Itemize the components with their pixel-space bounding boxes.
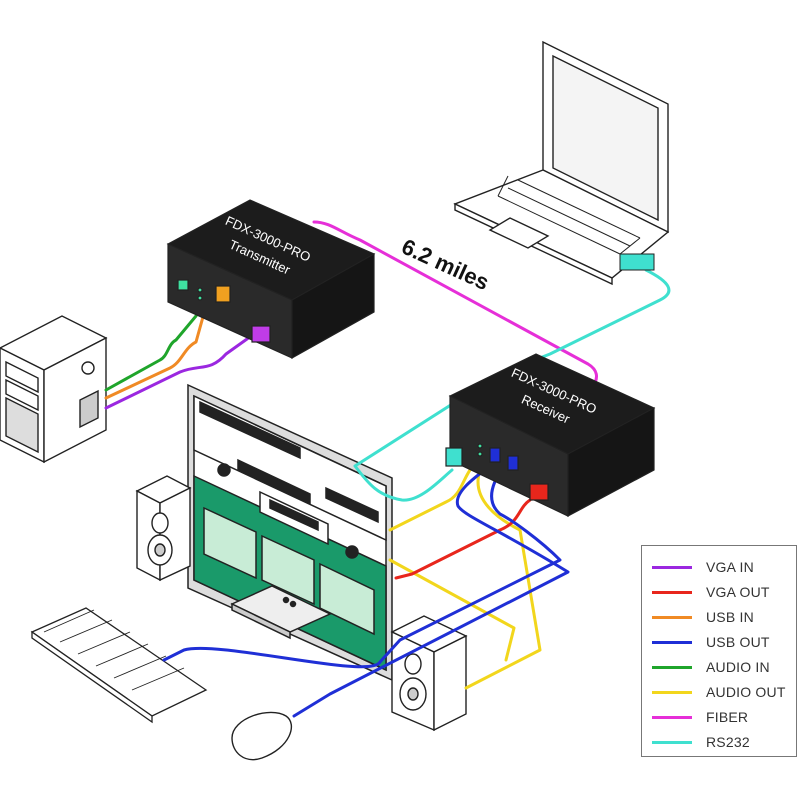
speaker-right-icon xyxy=(390,615,468,732)
legend-label: AUDIO OUT xyxy=(706,684,786,700)
legend-item: USB OUT xyxy=(652,633,770,651)
keyboard-icon xyxy=(30,607,208,724)
pc-tower-icon xyxy=(0,315,108,464)
legend-item: USB IN xyxy=(652,608,754,626)
legend-swatch xyxy=(652,715,692,719)
fiber-cable xyxy=(312,220,598,386)
monitor-icon xyxy=(187,383,393,682)
legend-item: VGA IN xyxy=(652,558,754,576)
audio-out-cable-1 xyxy=(388,468,516,662)
speaker-left-icon xyxy=(135,475,192,582)
usb-out-cable-1 xyxy=(292,458,570,718)
usb-in-cable xyxy=(104,294,220,400)
legend-item: AUDIO OUT xyxy=(652,683,786,701)
legend-swatch xyxy=(652,690,692,694)
legend-swatch xyxy=(652,590,692,594)
legend-item: RS232 xyxy=(652,733,750,751)
usb-out-cable-2 xyxy=(162,464,562,669)
legend-label: VGA IN xyxy=(706,559,754,575)
legend-item: VGA OUT xyxy=(652,583,770,601)
legend-label: VGA OUT xyxy=(706,584,770,600)
vga-out-cable xyxy=(394,498,532,580)
transmitter-box xyxy=(166,199,376,360)
legend-label: USB IN xyxy=(706,609,754,625)
receiver-box xyxy=(445,353,656,518)
audio-out-cable-2 xyxy=(464,468,542,690)
legend-swatch xyxy=(652,615,692,619)
legend-label: AUDIO IN xyxy=(706,659,770,675)
legend-item: AUDIO IN xyxy=(652,658,770,676)
legend-swatch xyxy=(652,665,692,669)
legend-label: USB OUT xyxy=(706,634,770,650)
legend: VGA IN VGA OUT USB IN USB OUT AUDIO IN AUDIO … xyxy=(641,545,797,757)
legend-label: FIBER xyxy=(706,709,749,725)
mouse-icon xyxy=(231,711,293,761)
legend-swatch xyxy=(652,640,692,644)
laptop-icon xyxy=(453,40,670,286)
legend-item: FIBER xyxy=(652,708,748,726)
legend-swatch xyxy=(652,565,692,569)
legend-swatch xyxy=(652,740,692,744)
laptop-serial-connector xyxy=(619,253,655,271)
vga-in-cable xyxy=(104,332,256,410)
legend-label: RS232 xyxy=(706,734,750,750)
audio-in-cable xyxy=(104,314,198,392)
